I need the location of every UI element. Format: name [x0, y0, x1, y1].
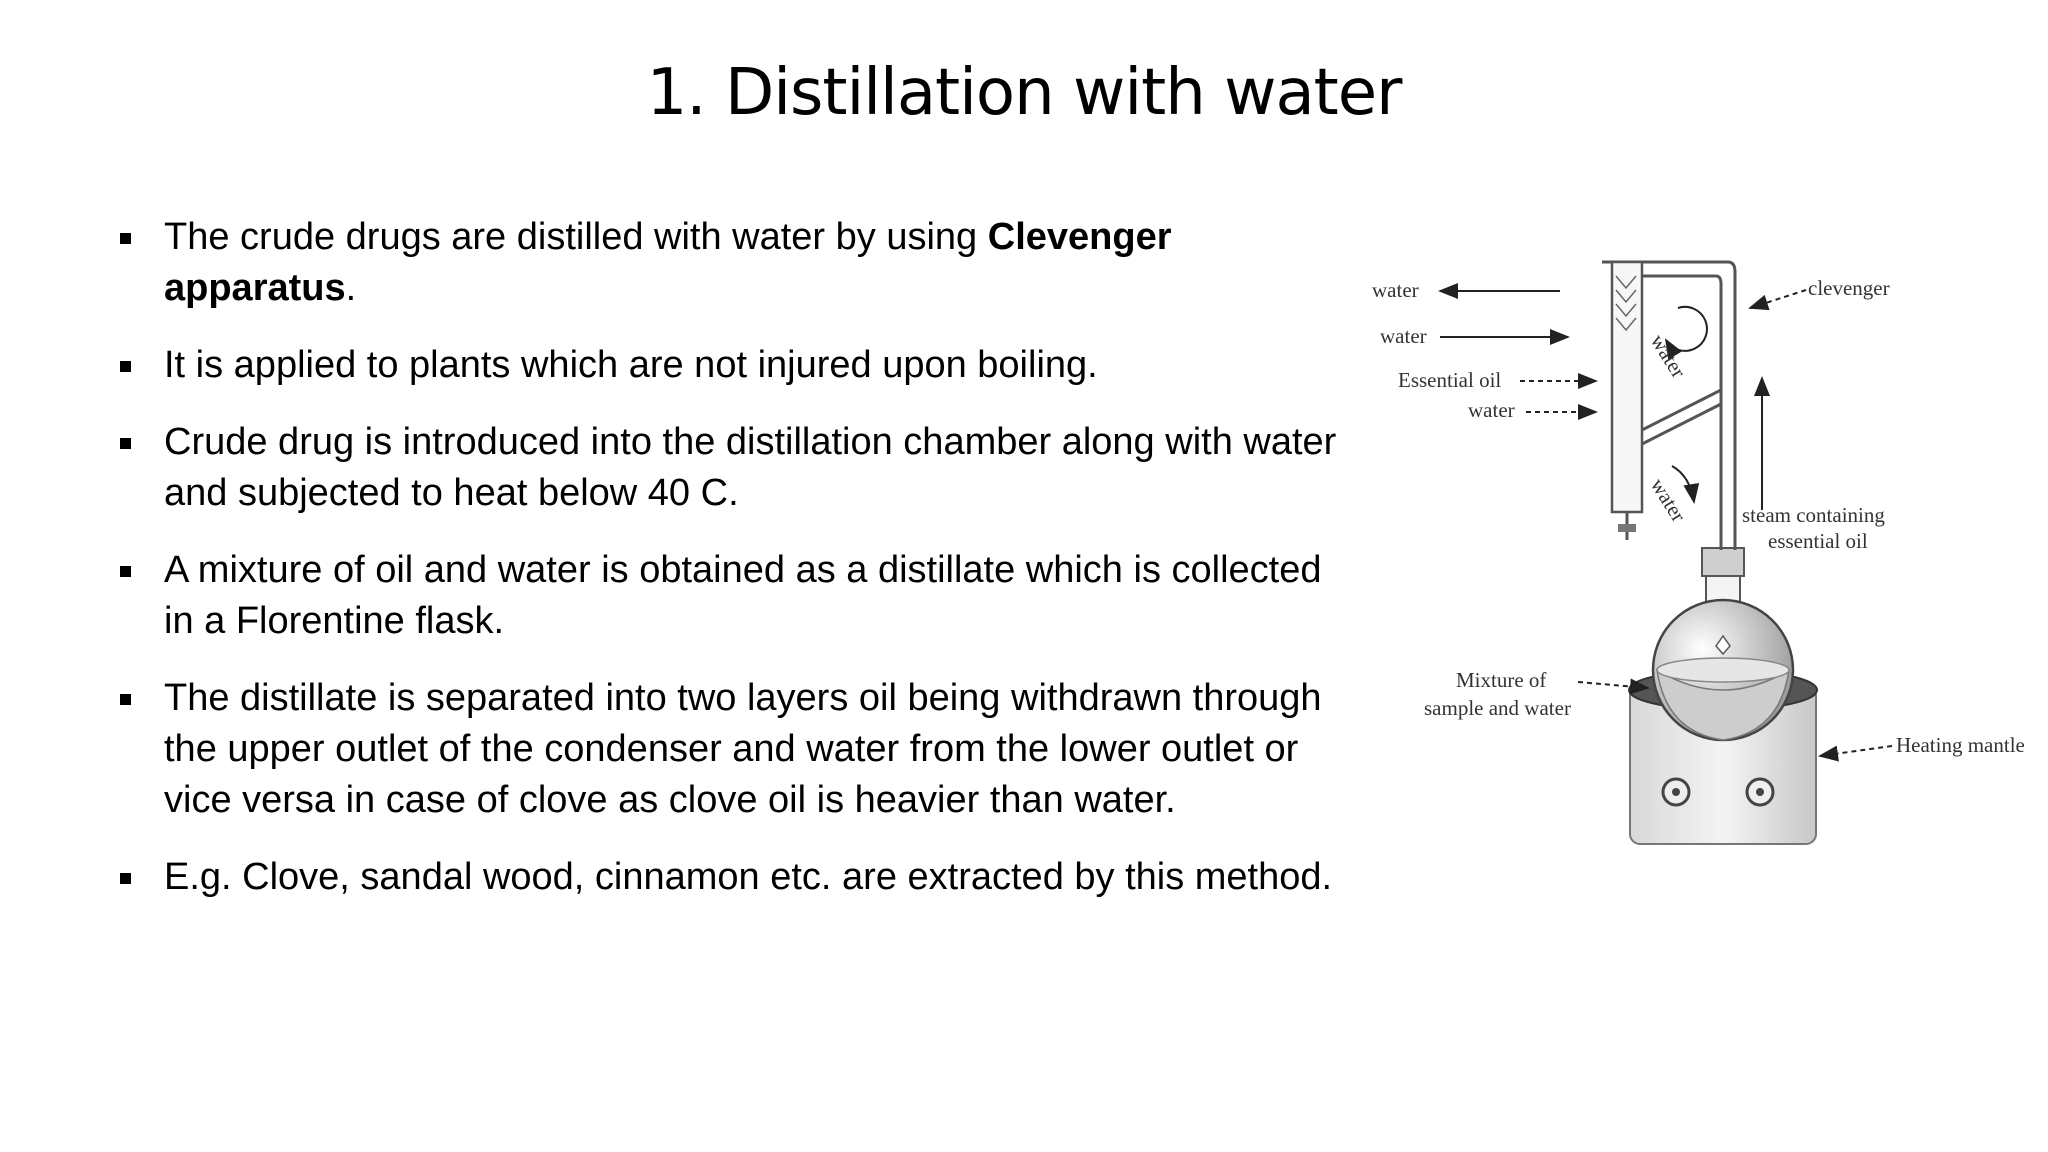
square-bullet-icon [120, 233, 131, 244]
bullet-bold-text: Clevenger apparatus [164, 216, 1172, 309]
square-bullet-icon [120, 566, 131, 577]
square-bullet-icon [120, 873, 131, 884]
bullet-text: A mixture of oil and water is obtained a… [164, 549, 1322, 642]
water-layer-label: water [1468, 398, 1515, 422]
mixture-label-line2: sample and water [1424, 696, 1571, 720]
steam-label-line1: steam containing [1742, 503, 1885, 527]
water-in-label: water [1380, 324, 1427, 348]
bullet-item: The distillate is separated into two lay… [118, 673, 1338, 826]
bullet-text: Crude drug is introduced into the distil… [164, 421, 1337, 514]
bullet-item: E.g. Clove, sandal wood, cinnamon etc. a… [118, 852, 1338, 903]
mixture-arrow [1577, 678, 1650, 695]
bullet-item: It is applied to plants which are not in… [118, 340, 1338, 391]
water-tube-label-2: water [1646, 474, 1691, 526]
essential-oil-label: Essential oil [1398, 368, 1501, 392]
water-tube-label-1: water [1646, 330, 1691, 382]
clevenger-arrow [1748, 289, 1807, 311]
clevenger-label: clevenger [1808, 276, 1890, 300]
water-out-label: water [1372, 278, 1419, 302]
bullet-text-end: . [345, 267, 357, 309]
square-bullet-icon [120, 438, 131, 449]
bullet-item: Crude drug is introduced into the distil… [118, 417, 1338, 519]
steam-label-line2: essential oil [1768, 529, 1868, 553]
bullet-text: It is applied to plants which are not in… [164, 344, 1098, 386]
slide-title: 1. Distillation with water [646, 56, 1403, 130]
heating-mantle-arrow [1818, 745, 1893, 762]
bullet-text: The crude drugs are distilled with water… [164, 216, 988, 258]
clevenger-apparatus-diagram: water water Essential oil water clevenge… [1360, 240, 2048, 860]
bullet-text: The distillate is separated into two lay… [164, 677, 1322, 821]
bullet-item: The crude drugs are distilled with water… [118, 212, 1338, 314]
square-bullet-icon [120, 694, 131, 705]
bullet-list: The crude drugs are distilled with water… [118, 212, 1338, 929]
heating-mantle-label: Heating mantle [1896, 733, 2025, 757]
bullet-item: A mixture of oil and water is obtained a… [118, 545, 1338, 647]
bullet-text: E.g. Clove, sandal wood, cinnamon etc. a… [164, 856, 1333, 898]
round-bottom-flask [1651, 547, 1795, 742]
square-bullet-icon [120, 361, 131, 372]
clevenger-tube [1602, 260, 1737, 550]
mixture-label-line1: Mixture of [1456, 668, 1546, 692]
